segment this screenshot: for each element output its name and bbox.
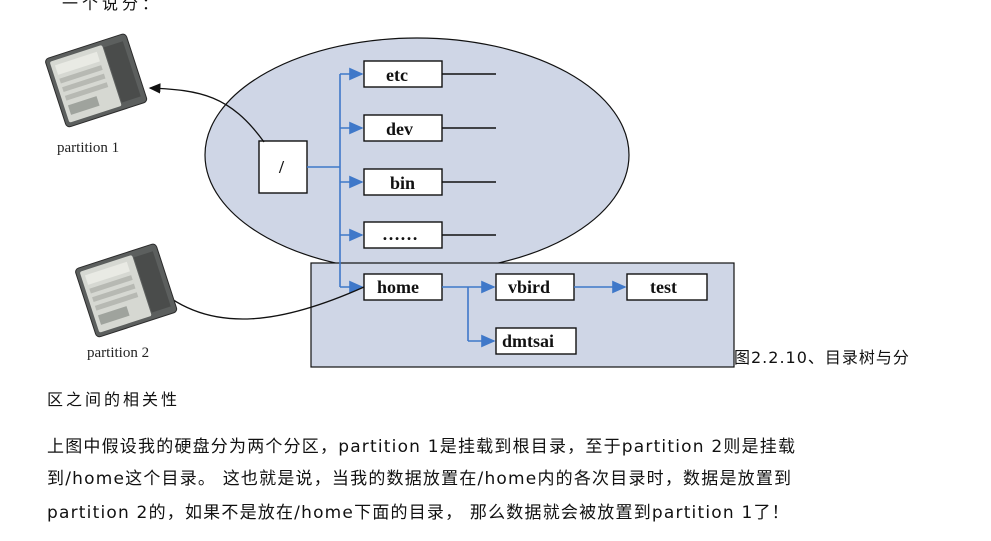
dir-node-more (363, 221, 443, 249)
dir-label-dmtsai: dmtsai (502, 331, 554, 351)
dir-label-home: home (377, 277, 419, 297)
paragraph-line1: 上图中假设我的硬盘分为两个分区，partition 1是挂载到根目录，至于par… (47, 437, 797, 457)
dir-node-vbird (495, 273, 575, 301)
figure-caption-line1: 图2.2.10、目录树与分 (734, 348, 910, 367)
paragraph-line3: partition 2的，如果不是放在/home下面的目录， 那么数据就会被放置… (47, 503, 790, 523)
dir-node-dmtsai (495, 327, 577, 355)
figure-caption-line2: 区之间的相关性 (47, 390, 181, 409)
paragraph-line2: 到/home这个目录。 这也就是说，当我的数据放置在/home内的各次目录时，数… (47, 469, 793, 489)
dir-label-etc: etc (386, 65, 408, 85)
dir-node-test (626, 273, 708, 301)
hard-disk-icon (45, 33, 148, 128)
dir-node-bin (363, 168, 443, 196)
dir-label-more: …… (382, 224, 418, 244)
dir-label-vbird: vbird (508, 277, 550, 297)
dir-label-bin: bin (390, 173, 415, 193)
dir-label-dev: dev (386, 119, 413, 139)
directory-tree-diagram: / etc dev bin …… home vbird test dmtsai (45, 33, 735, 368)
dir-label-test: test (650, 277, 677, 297)
partition1-label: partition 1 (57, 140, 119, 156)
root-label: / (278, 157, 285, 177)
header-fragment: 一个说分： (62, 0, 163, 13)
partition2-label: partition 2 (87, 345, 149, 361)
dir-node-etc (363, 60, 443, 88)
hard-disk-icon (75, 243, 178, 338)
dir-node-dev (363, 114, 443, 142)
